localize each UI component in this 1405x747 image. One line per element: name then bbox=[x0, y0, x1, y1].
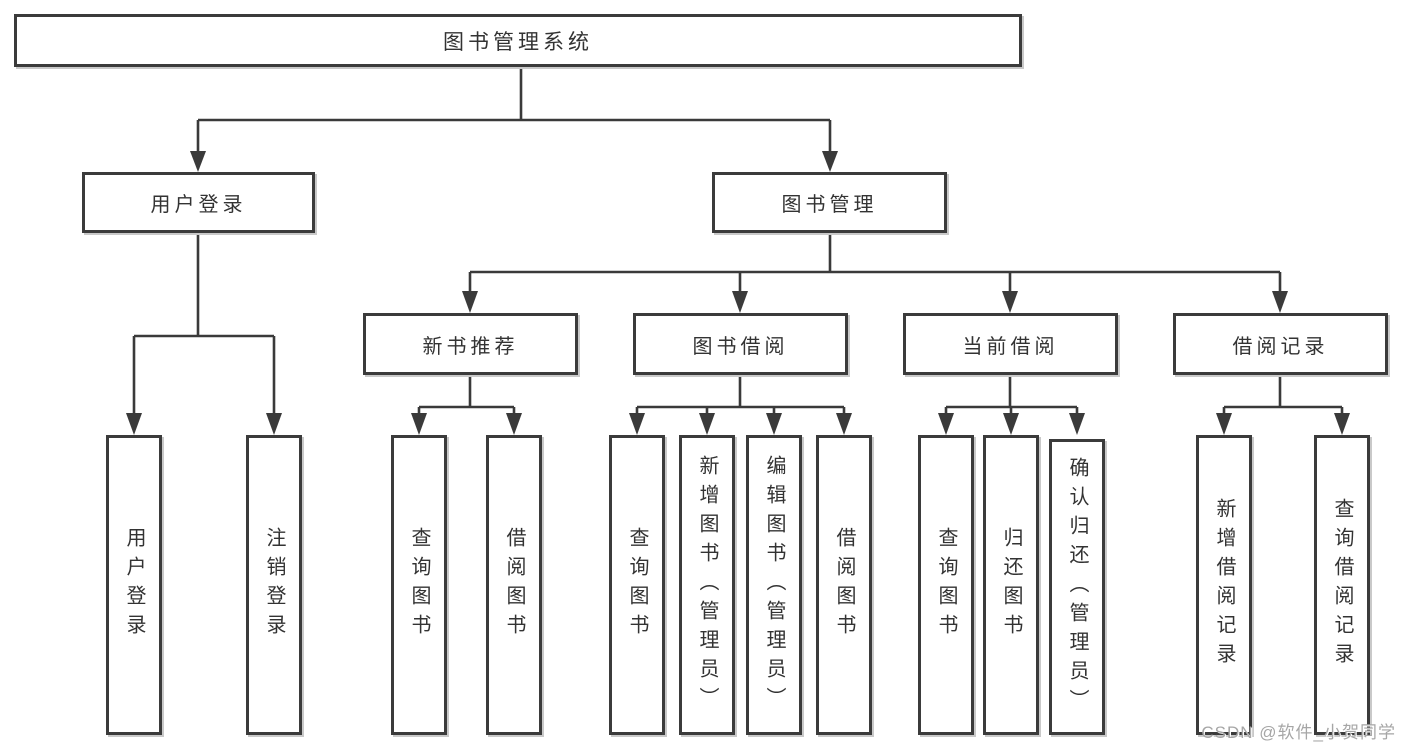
leaf-query-book-1: 查询图书 bbox=[391, 435, 447, 735]
node-current-borrow-label: 当前借阅 bbox=[962, 335, 1059, 358]
leaf-query-book-3-label: 查询图书 bbox=[935, 527, 957, 643]
arrowheads bbox=[126, 151, 1350, 435]
node-user-login-label: 用户登录 bbox=[150, 194, 247, 216]
leaf-add-book-admin: 新增图书（管理员） bbox=[679, 435, 735, 735]
node-user-login: 用户登录 bbox=[82, 172, 315, 233]
leaf-confirm-return-admin: 确认归还（管理员） bbox=[1049, 439, 1105, 735]
leaf-confirm-return-admin-label: 确认归还（管理员） bbox=[1066, 456, 1088, 718]
node-borrow-record-label: 借阅记录 bbox=[1232, 335, 1329, 358]
node-book-borrow-label: 图书借阅 bbox=[692, 335, 789, 358]
leaf-add-borrow-record-label: 新增借阅记录 bbox=[1213, 498, 1235, 672]
leaf-return-book-label: 归还图书 bbox=[1000, 527, 1022, 643]
leaf-query-book-2-label: 查询图书 bbox=[626, 527, 648, 643]
leaf-borrow-book-1: 借阅图书 bbox=[486, 435, 542, 735]
leaf-borrow-book-2-label: 借阅图书 bbox=[833, 527, 855, 643]
leaf-query-book-1-label: 查询图书 bbox=[408, 527, 430, 643]
leaf-borrow-book-2: 借阅图书 bbox=[816, 435, 872, 735]
node-book-borrow: 图书借阅 bbox=[633, 313, 848, 375]
node-root: 图书管理系统 bbox=[14, 14, 1022, 67]
node-book-management-label: 图书管理 bbox=[781, 194, 878, 216]
node-current-borrow: 当前借阅 bbox=[903, 313, 1118, 375]
leaf-return-book: 归还图书 bbox=[983, 435, 1039, 735]
leaf-user-login-label: 用户登录 bbox=[123, 527, 145, 643]
leaf-query-book-3: 查询图书 bbox=[918, 435, 974, 735]
node-new-book-recommend-label: 新书推荐 bbox=[422, 335, 519, 358]
node-new-book-recommend: 新书推荐 bbox=[363, 313, 578, 375]
leaf-add-borrow-record: 新增借阅记录 bbox=[1196, 435, 1252, 735]
csdn-watermark: CSDN @软件_小贺同学 bbox=[1201, 723, 1396, 742]
leaf-logout-label: 注销登录 bbox=[263, 527, 285, 643]
leaf-edit-book-admin-label: 编辑图书（管理员） bbox=[763, 454, 785, 716]
node-borrow-record: 借阅记录 bbox=[1173, 313, 1388, 375]
leaf-add-book-admin-label: 新增图书（管理员） bbox=[696, 454, 718, 716]
leaf-query-borrow-record-label: 查询借阅记录 bbox=[1331, 498, 1353, 672]
leaf-logout: 注销登录 bbox=[246, 435, 302, 735]
leaf-user-login: 用户登录 bbox=[106, 435, 162, 735]
node-root-label: 图书管理系统 bbox=[443, 30, 593, 54]
node-book-management: 图书管理 bbox=[712, 172, 947, 233]
leaf-edit-book-admin: 编辑图书（管理员） bbox=[746, 435, 802, 735]
leaf-borrow-book-1-label: 借阅图书 bbox=[503, 527, 525, 643]
leaf-query-book-2: 查询图书 bbox=[609, 435, 665, 735]
leaf-query-borrow-record: 查询借阅记录 bbox=[1314, 435, 1370, 735]
